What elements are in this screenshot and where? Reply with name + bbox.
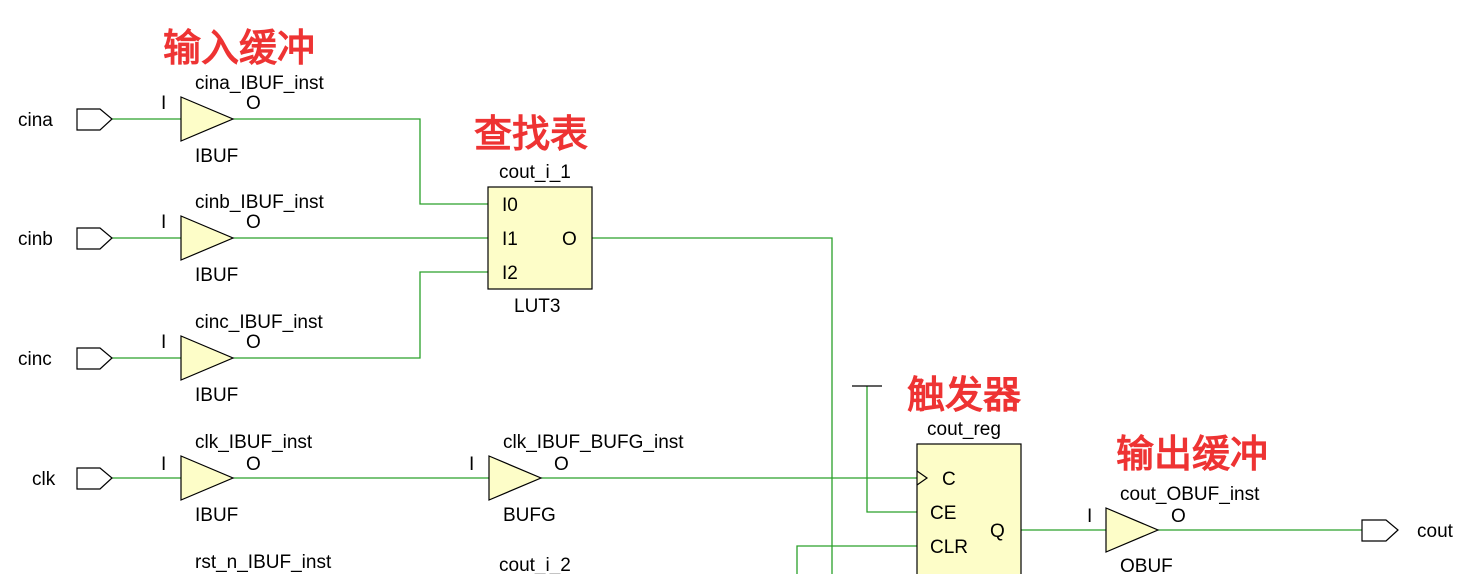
pin-label-c: C — [942, 469, 956, 490]
net-clr[interactable] — [796, 545, 917, 574]
cell-type: BUFG — [503, 505, 556, 526]
cell-cina-ibuf[interactable]: cina_IBUF_inst I O IBUF — [161, 73, 325, 167]
pin-label-in: I — [161, 93, 166, 114]
annotation-output-buffer: 输出缓冲 — [1116, 432, 1268, 476]
cell-rst-ibuf-instance-name[interactable]: rst_n_IBUF_inst — [195, 552, 332, 573]
port-icon-cinb[interactable] — [76, 227, 113, 250]
pin-label-out: O — [246, 212, 261, 233]
cell-instance-name: cout_i_1 — [499, 162, 571, 183]
cell-instance-name: cinc_IBUF_inst — [195, 312, 323, 333]
cell-instance-name: clk_IBUF_BUFG_inst — [503, 432, 684, 453]
wires — [112, 118, 1362, 574]
cell-ff[interactable]: cout_reg C CE CLR Q — [916, 419, 1022, 574]
net-ce-vcc[interactable] — [866, 386, 917, 513]
output-ports: cout — [1361, 519, 1454, 542]
pin-label-out: O — [246, 454, 261, 475]
cell-clk-ibuf[interactable]: clk_IBUF_inst I O IBUF — [161, 432, 313, 526]
cell-type: IBUF — [195, 265, 238, 286]
pin-label-clr: CLR — [930, 537, 968, 558]
annotations: 输入缓冲 查找表 触发器 输出缓冲 — [163, 26, 1268, 476]
buffer-triangle-icon — [180, 335, 235, 381]
buffer-triangle-icon — [1105, 507, 1160, 553]
pin-label-in: I — [469, 454, 474, 475]
pin-label-i0: I0 — [502, 195, 518, 216]
cell-instance-name: cinb_IBUF_inst — [195, 192, 325, 213]
net-cinc-ibuf[interactable] — [233, 271, 488, 359]
port-label-clk: clk — [32, 469, 56, 490]
port-icon-clk[interactable] — [76, 467, 113, 490]
pin-label-in: I — [161, 454, 166, 475]
port-label-cinb: cinb — [18, 229, 53, 250]
cell-type: OBUF — [1120, 556, 1173, 574]
buffer-triangle-icon — [180, 215, 235, 261]
buffer-triangle-icon — [180, 96, 235, 142]
cell-cinc-ibuf[interactable]: cinc_IBUF_inst I O IBUF — [161, 312, 323, 406]
pin-label-out: O — [554, 454, 569, 475]
clock-pin-icon — [916, 470, 929, 486]
pin-label-i1: I1 — [502, 229, 518, 250]
cell-type: IBUF — [195, 505, 238, 526]
input-ports: cina cinb cinc clk — [18, 108, 113, 490]
cell-bufg[interactable]: clk_IBUF_BUFG_inst I O BUFG — [469, 432, 684, 526]
pin-label-out: O — [562, 229, 577, 250]
pin-label-ce: CE — [930, 503, 956, 524]
pin-label-out: O — [246, 93, 261, 114]
cell-type: LUT3 — [514, 296, 560, 317]
cell-instance-name: cout_OBUF_inst — [1120, 484, 1260, 505]
cell-type: IBUF — [195, 146, 238, 167]
pin-label-q: Q — [990, 521, 1005, 542]
cell-instance-name: cout_reg — [927, 419, 1001, 440]
ff-body — [916, 443, 1022, 574]
cell-cinb-ibuf[interactable]: cinb_IBUF_inst I O IBUF — [161, 192, 325, 286]
buffer-triangle-icon — [180, 455, 235, 501]
cell-instance-name: cina_IBUF_inst — [195, 73, 325, 94]
pin-label-in: I — [161, 212, 166, 233]
pin-label-out: O — [1171, 506, 1186, 527]
cell-obuf[interactable]: cout_OBUF_inst I O OBUF — [1087, 484, 1260, 574]
pin-label-in: I — [1087, 506, 1092, 527]
annotation-flip-flop: 触发器 — [907, 373, 1022, 417]
annotation-input-buffer: 输入缓冲 — [163, 26, 315, 70]
cell-type: IBUF — [195, 385, 238, 406]
net-cina-ibuf[interactable] — [233, 118, 488, 205]
port-label-cinc: cinc — [18, 349, 52, 370]
pin-label-out: O — [246, 332, 261, 353]
port-icon-cina[interactable] — [76, 108, 113, 131]
port-label-cina: cina — [18, 110, 53, 131]
lut-body — [487, 186, 593, 290]
buffer-triangle-icon — [488, 455, 543, 501]
cell-lut2-instance-name[interactable]: cout_i_2 — [499, 555, 571, 574]
annotation-lookup-table: 查找表 — [474, 112, 588, 156]
cell-lut3[interactable]: cout_i_1 I0 I1 I2 O LUT3 — [487, 162, 593, 317]
port-label-cout: cout — [1417, 521, 1454, 542]
port-icon-cinc[interactable] — [76, 347, 113, 370]
net-lut-out[interactable] — [592, 237, 833, 574]
pin-label-in: I — [161, 332, 166, 353]
port-icon-cout[interactable] — [1361, 519, 1399, 542]
pin-label-i2: I2 — [502, 263, 518, 284]
cell-instance-name: clk_IBUF_inst — [195, 432, 313, 453]
